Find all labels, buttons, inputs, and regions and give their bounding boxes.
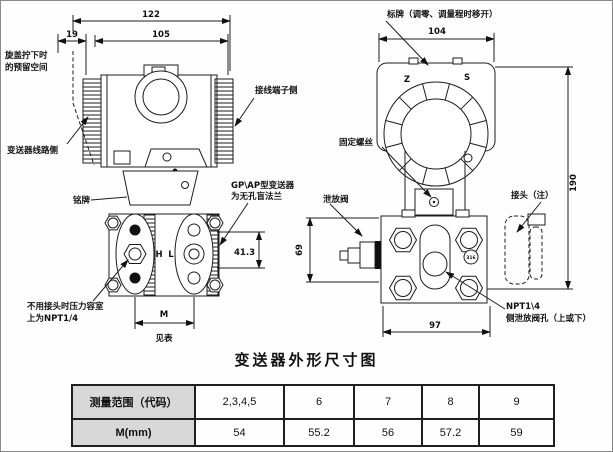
leader-side-vent <box>445 271 506 310</box>
range-cell: 9 <box>478 384 555 420</box>
label-terminal-side: 接线端子侧 <box>255 85 298 96</box>
bottom-tab <box>144 148 208 168</box>
leader-pressure-chamber <box>92 259 129 302</box>
dim-69-value: 69 <box>295 244 305 256</box>
table-header-range: 测量范围（代码） <box>71 384 196 420</box>
table-header-m: M(mm) <box>71 418 196 447</box>
leader-flange-note <box>219 202 249 246</box>
block-bolt <box>388 227 418 253</box>
zero-mark: Z <box>404 75 410 85</box>
dim-97: 97 <box>382 306 491 337</box>
flange-block: 316 <box>380 209 488 304</box>
label-connector: 接头（注） <box>511 190 554 201</box>
label-reserved-space-line2: 的预留空间 <box>5 62 48 73</box>
label-flange-line1: GP\AP型变送器 <box>231 180 295 191</box>
range-cell: 2,3,4,5 <box>194 384 285 420</box>
connector-option <box>504 213 546 285</box>
dim-190-value: 190 <box>569 174 579 192</box>
leader-tag <box>385 20 429 66</box>
flange-bolt <box>206 215 224 231</box>
circuit-side-cover <box>82 78 102 164</box>
table-row-m: M(mm) 54 55.2 56 57.2 59 <box>71 418 555 447</box>
outline-drawing: 122 19 105 <box>4 9 591 344</box>
dim-105-value: 105 <box>152 30 170 40</box>
material-mark: 316 <box>466 255 475 261</box>
vent-valve <box>339 241 381 269</box>
label-tag: 标牌（调零、调量程时移开） <box>386 9 498 20</box>
dim-41-3: 41.3 <box>217 231 265 269</box>
dim-122: 122 <box>72 10 231 71</box>
side-vent-hole <box>422 251 448 277</box>
label-vent-valve: 泄放阀 <box>323 194 349 205</box>
material-disc <box>463 249 479 265</box>
dim-69: 69 <box>295 217 379 283</box>
range-cell: 6 <box>283 384 355 420</box>
dim-104: 104 <box>378 27 495 62</box>
table-row-range: 测量范围（代码） 2,3,4,5 6 7 8 9 <box>71 384 555 420</box>
label-circuit-side: 变送器线路侧 <box>7 145 59 156</box>
dim-41-3-value: 41.3 <box>234 248 255 258</box>
dimension-table: 测量范围（代码） 2,3,4,5 6 7 8 9 M(mm) 54 55.2 5… <box>71 384 555 447</box>
m-cell: 55.2 <box>283 418 355 447</box>
label-pressure-chamber-line2: 上为NPT1/4 <box>27 313 78 324</box>
dim-104-value: 104 <box>428 27 446 37</box>
terminal-side-cover <box>214 78 234 164</box>
leader-nameplate <box>90 196 128 201</box>
m-cell: 56 <box>353 418 423 447</box>
cover-clearance-line <box>72 51 95 166</box>
transmitter-housing <box>82 64 234 174</box>
m-cell: 54 <box>194 418 285 447</box>
ribbed-ring-inner <box>400 98 472 170</box>
label-flange-line2: 为无孔盲法兰 <box>231 191 283 202</box>
label-reserved-space-line1: 旋盖拧下时 <box>4 50 48 61</box>
flange-bolt <box>104 277 122 293</box>
label-side-vent-line2: 侧泄放阀孔（上或下） <box>505 313 591 324</box>
m-cell: 57.2 <box>421 418 480 447</box>
right-view: 104 Z S <box>295 9 591 337</box>
housing-front: Z S <box>376 57 496 187</box>
m-cell: 59 <box>478 418 555 447</box>
flange-bolt <box>206 277 224 293</box>
neck <box>404 151 473 216</box>
block-bolt <box>388 275 418 301</box>
nameplate-tag <box>122 170 199 206</box>
figure-title: 变送器外形尺寸图 <box>234 352 379 369</box>
range-cell: 7 <box>353 384 423 420</box>
label-nameplate: 铭牌 <box>73 195 91 206</box>
dim-97-value: 97 <box>429 321 441 331</box>
leader-fixing-screw <box>381 146 432 198</box>
see-table-note: 见表 <box>155 333 173 344</box>
label-pressure-chamber-line1: 不用接头时压力容室 <box>27 301 104 312</box>
dim-190: 190 <box>487 66 579 290</box>
port-high-mark: H <box>155 250 162 260</box>
dim-m: M 见表 <box>134 297 195 344</box>
label-side-vent-line1: NPT1\4 <box>506 302 540 312</box>
port-low-mark: L <box>168 250 174 260</box>
leader-circuit-side <box>66 116 89 145</box>
dim-19-value: 19 <box>66 30 78 40</box>
leader-vent-valve <box>329 203 363 237</box>
label-fixing-screw: 固定螺丝 <box>339 137 374 148</box>
flange-bolt <box>104 215 122 231</box>
flange-assembly: H L <box>104 213 224 297</box>
dim-19-105: 19 105 <box>57 30 229 75</box>
leader-connector <box>516 201 542 233</box>
dim-122-value: 122 <box>142 10 160 20</box>
range-cell: 8 <box>421 384 480 420</box>
left-view: 122 19 105 <box>4 10 298 344</box>
span-mark: S <box>464 73 470 83</box>
process-connection-high <box>123 244 147 264</box>
leader-terminal-side <box>234 97 255 127</box>
dim-m-value: M <box>160 310 168 320</box>
